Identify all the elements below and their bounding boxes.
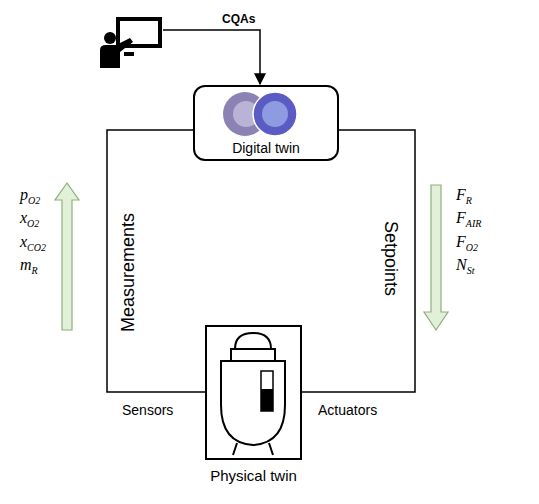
- signal-name: mR: [20, 256, 38, 276]
- edge-label: Setpoints: [380, 220, 401, 295]
- signal-name: FAIR: [456, 209, 481, 229]
- signal-name: FO2: [456, 233, 478, 253]
- bioreactor-vessel: [207, 327, 300, 458]
- twin-image: [253, 92, 297, 136]
- vessel-dome: [235, 333, 271, 349]
- signal-name: NSt: [456, 256, 474, 276]
- vessel-legs: [233, 443, 273, 455]
- setpoint-line: [302, 130, 415, 392]
- measurement-arrow: [55, 183, 79, 330]
- edge-label: Measurements: [118, 212, 139, 331]
- signal-name: FR: [456, 186, 472, 206]
- vessel-lid: [231, 349, 275, 361]
- node-title: Physical twin: [167, 467, 340, 484]
- input-label: CQAs: [222, 12, 255, 26]
- liquid-level: [261, 389, 273, 411]
- measurement-line: [107, 130, 205, 392]
- twin-image: [262, 101, 288, 127]
- physical-twin-box: Physical twin: [205, 325, 302, 460]
- node-title: Digital twin: [195, 140, 337, 156]
- signal-name: pO2: [20, 186, 40, 206]
- vessel-body: [221, 361, 285, 445]
- signal-name: xO2: [20, 209, 39, 229]
- port-label: Sensors: [122, 402, 173, 418]
- setpoint-arrow: [424, 185, 448, 330]
- input-arrow: [163, 30, 260, 84]
- port-label: Actuators: [318, 402, 377, 418]
- sight-glass: [261, 371, 273, 411]
- signal-name: xCO2: [20, 233, 46, 253]
- teacher-icon: [100, 19, 160, 68]
- digital-twin-box: Digital twin: [193, 85, 339, 161]
